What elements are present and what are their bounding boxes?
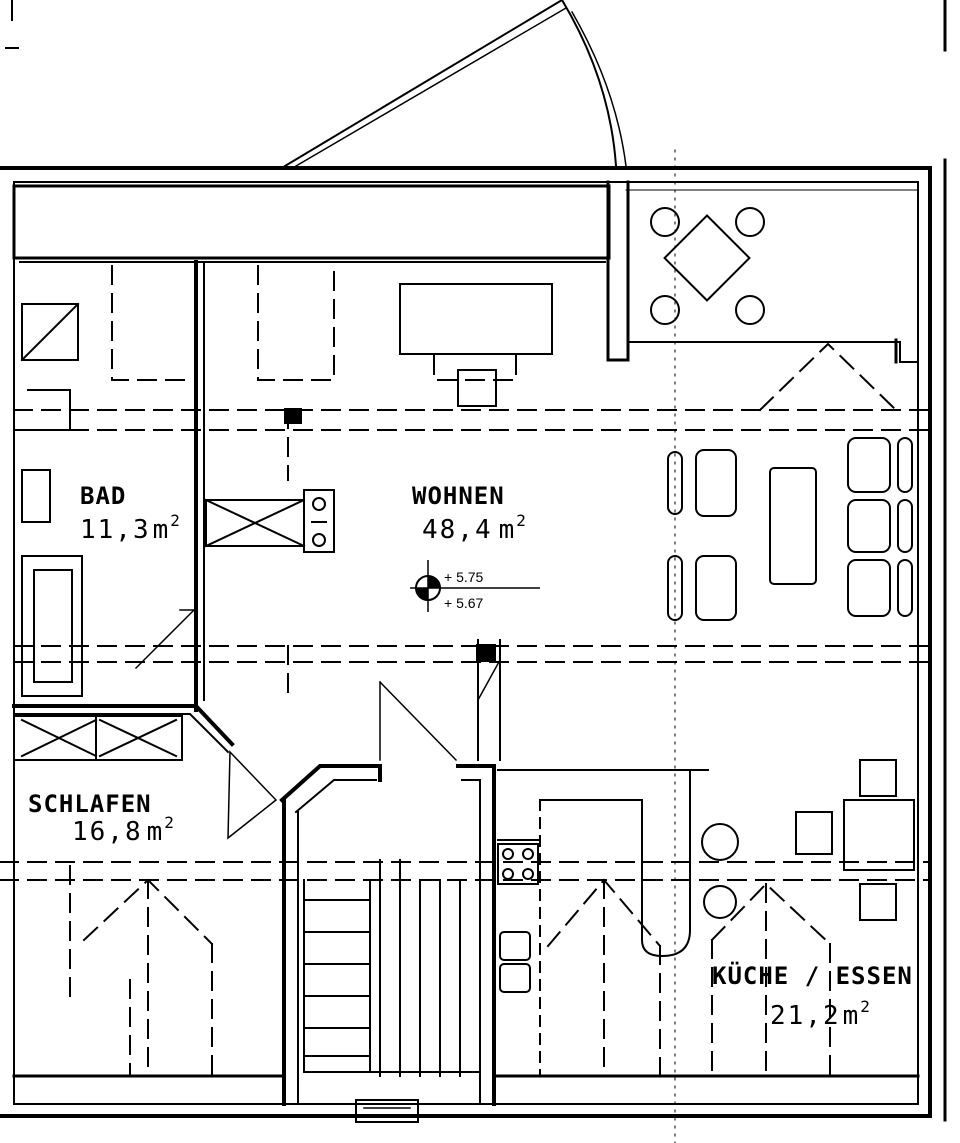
stairs xyxy=(303,859,481,1077)
door-swings xyxy=(134,608,502,840)
terrace-table xyxy=(663,214,751,302)
dining-set xyxy=(701,759,915,921)
living-furniture xyxy=(399,283,913,621)
room-name-kueche: KÜCHE / ESSEN xyxy=(712,960,913,990)
roof-lines xyxy=(0,265,931,1077)
interior-walls xyxy=(12,260,501,1123)
level-marker-icon xyxy=(410,560,540,612)
chair xyxy=(735,295,765,325)
balcony-strip xyxy=(12,184,611,263)
chair xyxy=(735,207,765,237)
outer-walls xyxy=(0,0,947,1122)
chair xyxy=(650,295,680,325)
room-area-kueche: 21,2m2 xyxy=(770,997,872,1031)
wardrobe-units xyxy=(13,498,306,761)
kitchen-counter xyxy=(497,769,709,1077)
room-name-schlafen: SCHLAFEN xyxy=(28,790,152,818)
bad-fixtures xyxy=(20,302,83,697)
room-name-wohnen: WOHNEN xyxy=(412,482,505,510)
stove xyxy=(303,489,335,553)
terrace xyxy=(283,0,919,364)
column-marker xyxy=(476,644,496,662)
level-lower: + 5.67 xyxy=(444,595,484,611)
level-upper: + 5.75 xyxy=(444,569,484,585)
room-name-bad: BAD xyxy=(80,482,126,510)
column-marker xyxy=(284,408,302,424)
room-area-bad: 11,3m2 xyxy=(80,511,182,545)
chair xyxy=(650,207,680,237)
